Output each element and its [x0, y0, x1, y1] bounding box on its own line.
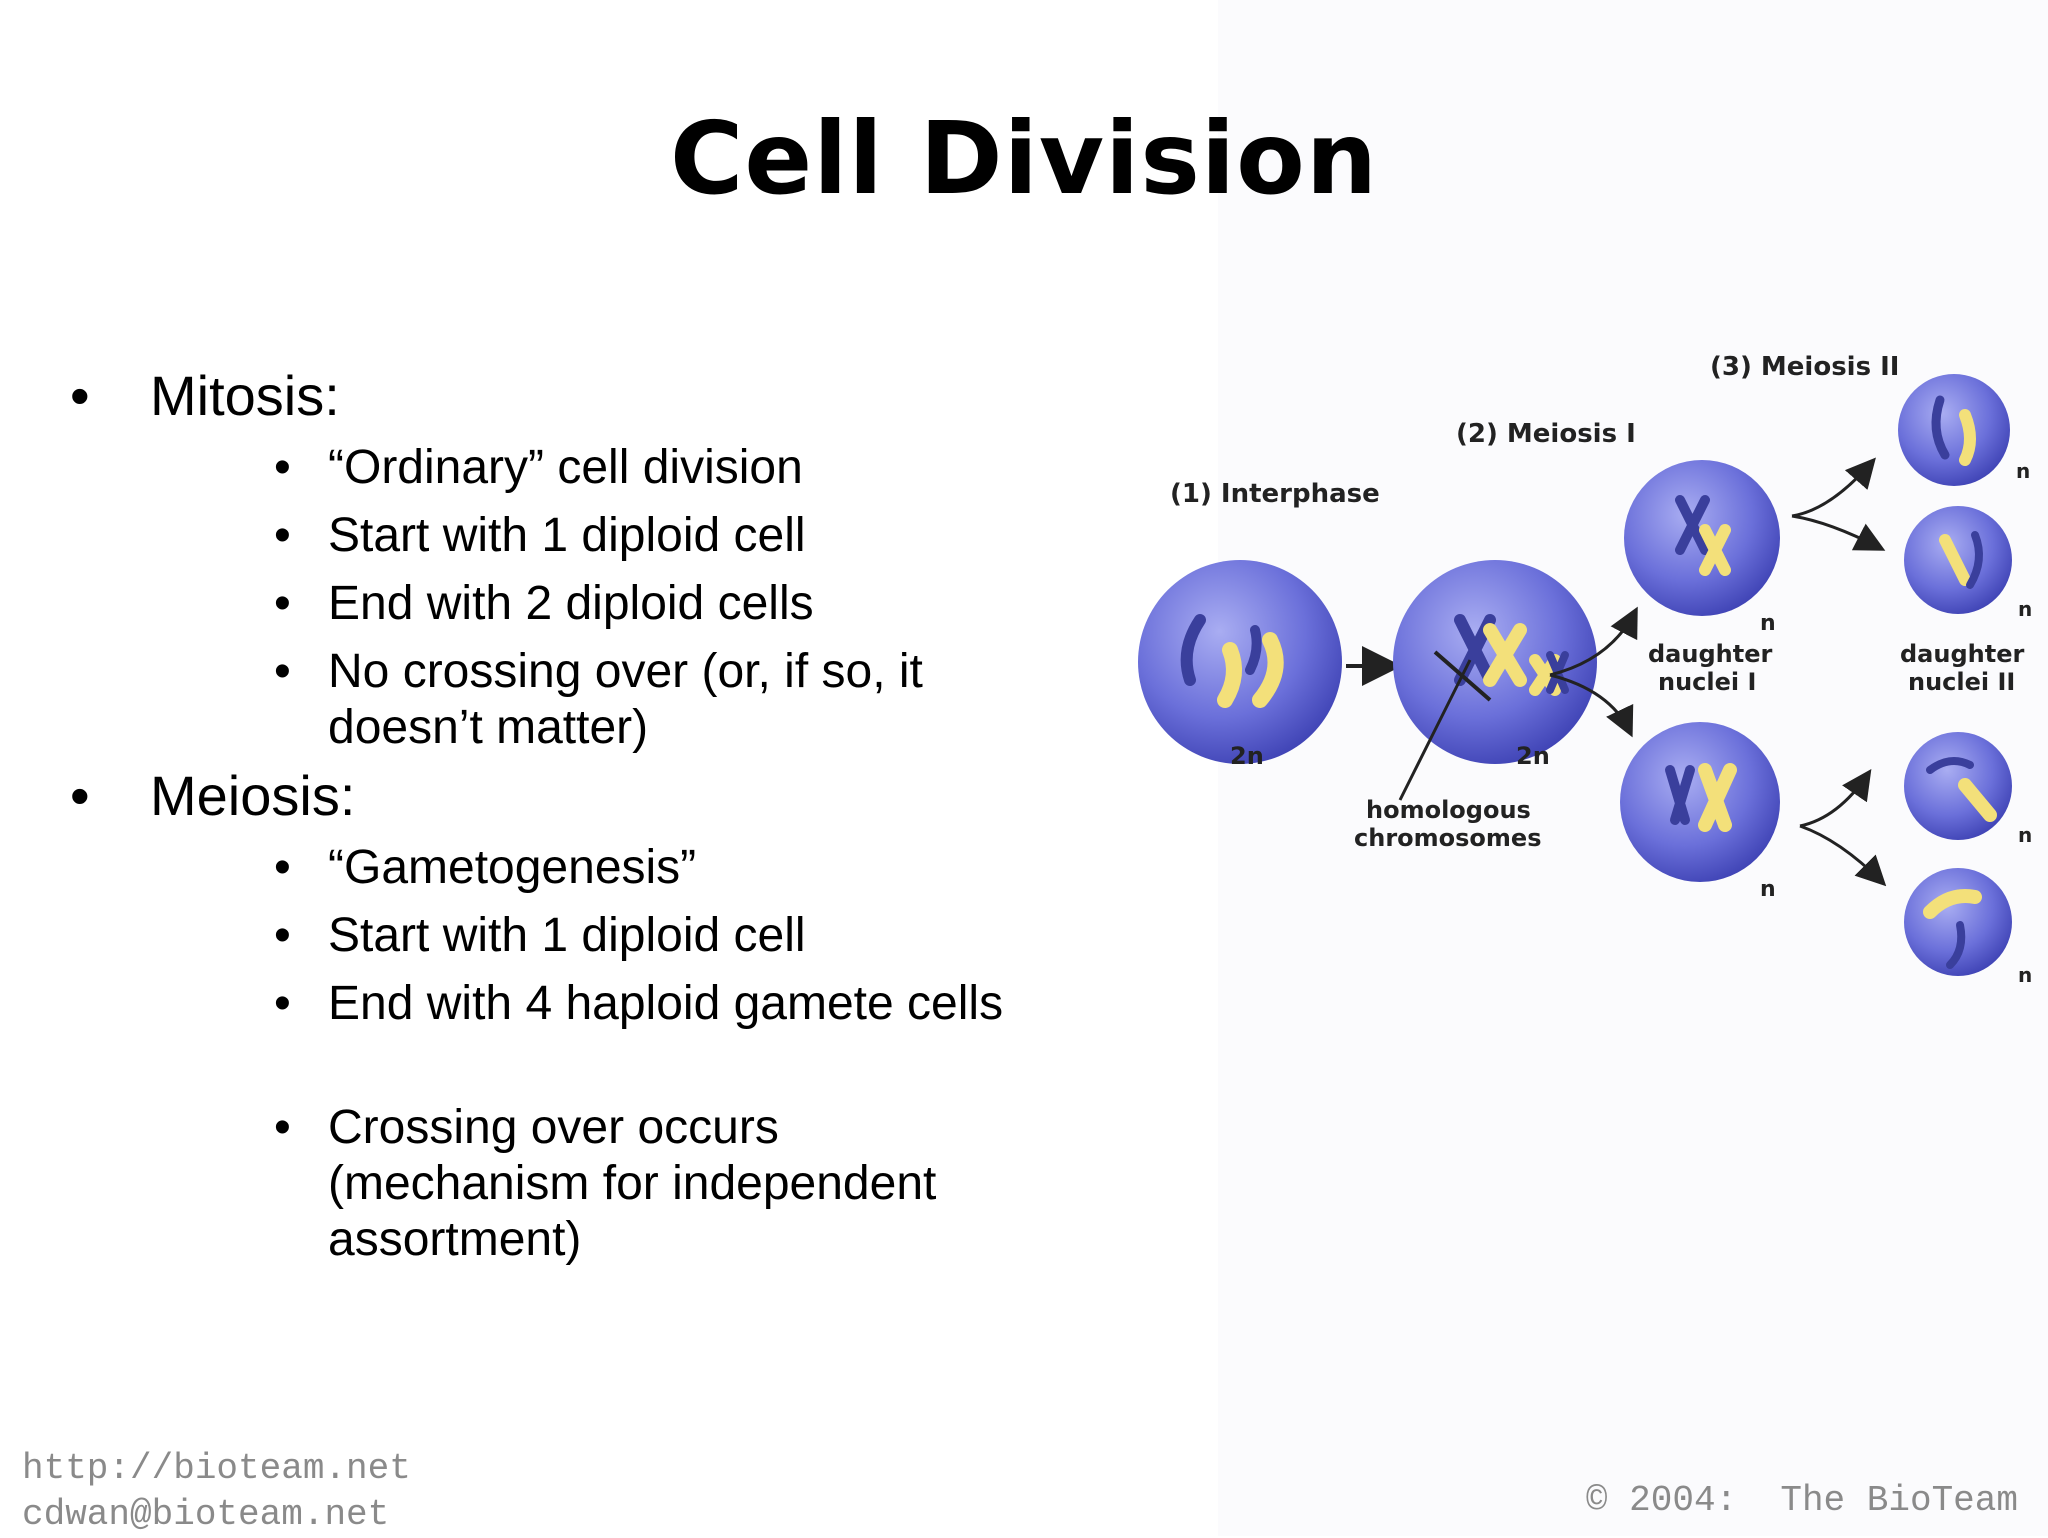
chromosome-shape — [1180, 614, 1206, 686]
meiosis-item-text: Crossing over occurs (mechanism for inde… — [328, 1101, 937, 1266]
meiosis-diagram: (1) Interphase (2) Meiosis I (3) Meiosis… — [1138, 352, 2032, 987]
chromosome-shape — [1483, 623, 1527, 687]
arrow-icon — [1549, 673, 1634, 738]
chromosome-shape — [1699, 524, 1731, 576]
bullet-icon: • — [274, 977, 291, 1030]
cell-circle — [1898, 374, 2010, 486]
daughter-nucleus-1b — [1620, 722, 1780, 882]
chromosomes-label: chromosomes — [1354, 824, 1541, 852]
daughter-nuclei-2-label: nuclei II — [1908, 668, 2015, 696]
footer-email[interactable]: cdwan@bioteam.net — [22, 1494, 390, 1535]
slide-title: Cell Division — [669, 100, 1379, 217]
ploidy-label: n — [2016, 459, 2030, 483]
daughter-nuclei-2-label: daughter — [1900, 640, 2024, 668]
chromosome-shape — [1946, 921, 1966, 969]
ploidy-label: n — [1760, 611, 1776, 636]
mitosis-item-text: Start with 1 diploid cell — [328, 509, 806, 562]
homologous-label: homologous — [1366, 796, 1531, 824]
bullet-icon: • — [274, 645, 291, 698]
chromosome-shape — [1958, 778, 1997, 822]
ploidy-label: n — [2018, 963, 2032, 987]
ploidy-label: 2n — [1230, 742, 1264, 770]
pointer-line — [1398, 659, 1472, 801]
arrow-icon — [1799, 769, 1872, 828]
chromosome-shape — [1698, 763, 1737, 832]
bullet-icon: • — [274, 841, 291, 894]
chromosome-shape — [1923, 889, 1982, 919]
cell-circle — [1904, 732, 2012, 840]
mitosis-item-text: “Ordinary” cell division — [328, 441, 803, 494]
ploidy-label: 2n — [1516, 742, 1550, 770]
stage-meiosis2-label: (3) Meiosis II — [1710, 352, 1899, 382]
stage-interphase-label: (1) Interphase — [1170, 479, 1380, 509]
ploidy-label: n — [1760, 877, 1776, 902]
footer-url[interactable]: http://bioteam.net — [22, 1448, 411, 1489]
chromosome-shape — [1217, 642, 1242, 708]
daughter-nucleus-2b — [1904, 506, 2012, 614]
daughter-nucleus-2a — [1898, 374, 2010, 486]
daughter-nuclei-1-label: nuclei I — [1658, 668, 1756, 696]
meiosis-item-text: End with 4 haploid gamete cells — [328, 977, 1004, 1030]
meiosis-item-text: Start with 1 diploid cell — [328, 909, 806, 962]
topic-heading: Mitosis: — [150, 364, 340, 427]
interphase-cell — [1138, 560, 1342, 764]
chromosome-shape — [1665, 765, 1695, 825]
mitosis-item-text: End with 2 diploid cells — [328, 577, 814, 630]
chromosome-shape — [1966, 531, 1983, 589]
daughter-nucleus-2c — [1904, 732, 2012, 840]
pointer-bracket — [1433, 650, 1492, 702]
chromosome-shape — [1939, 534, 1971, 586]
stage-meiosis1-label: (2) Meiosis I — [1456, 419, 1636, 449]
footer-contact: http://bioteam.net cdwan@bioteam.net — [22, 1446, 411, 1538]
bullet-icon: • — [274, 441, 291, 494]
ploidy-label: n — [2018, 597, 2032, 621]
chromosome-shape — [1252, 632, 1284, 708]
chromosome-shape — [1931, 395, 1950, 460]
bullet-icon: • — [70, 364, 90, 427]
daughter-nuclei-1-label: daughter — [1648, 640, 1772, 668]
chromosome-shape — [1675, 495, 1710, 555]
arrow-icon — [1791, 457, 1876, 518]
chromosome-shape — [1926, 757, 1974, 774]
chromosome-shape — [1245, 625, 1262, 675]
bullet-icon: • — [274, 909, 291, 962]
arrow-icon — [1799, 824, 1887, 887]
arrow-icon — [1791, 514, 1886, 551]
bullet-icon: • — [70, 764, 90, 827]
arrow-icon — [1549, 606, 1638, 677]
chromosome-shape — [1959, 409, 1976, 466]
daughter-nucleus-2d — [1904, 868, 2012, 976]
cell-circle — [1620, 722, 1780, 882]
meiosis1-cell — [1393, 560, 1597, 764]
footer-copyright: © 2004: The BioTeam — [1585, 1480, 2018, 1521]
topic-heading: Meiosis: — [150, 764, 356, 827]
bullet-icon: • — [274, 1101, 291, 1154]
bullet-icon: • — [274, 509, 291, 562]
ploidy-label: n — [2018, 823, 2032, 847]
bullet-icon: • — [274, 577, 291, 630]
meiosis-item-text: “Gametogenesis” — [328, 841, 697, 894]
daughter-nucleus-1a — [1624, 460, 1780, 616]
mitosis-item-text: No crossing over (or, if so, it doesn’t … — [328, 645, 923, 754]
